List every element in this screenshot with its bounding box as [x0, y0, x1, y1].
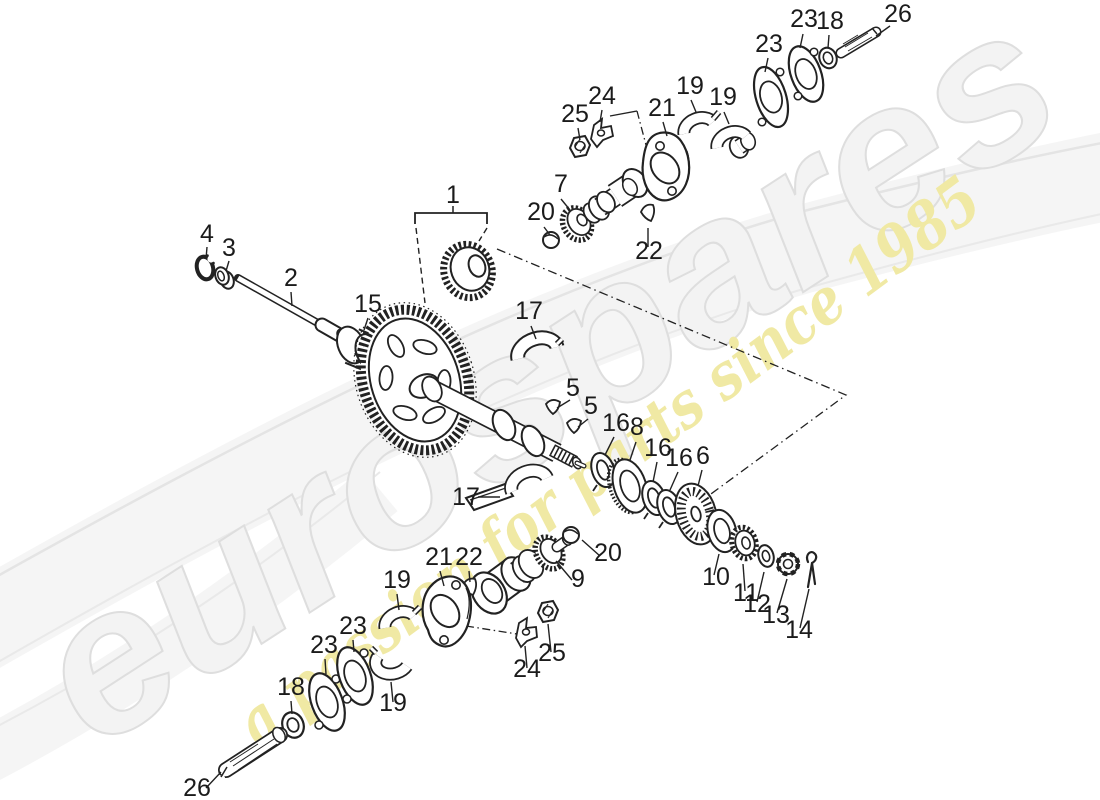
callout-labels: 1 2 3 4 5 5 6 7 8 9 10 11 12 13 14 15 16…	[183, 0, 912, 800]
part-label-4: 4	[200, 220, 214, 248]
part-5-key-b	[565, 418, 582, 435]
part-label-20b: 20	[594, 539, 622, 567]
part-3-bushing	[214, 266, 235, 290]
part-label-9: 9	[571, 565, 585, 593]
part-label-14: 14	[785, 616, 813, 644]
part-label-11: 11	[733, 579, 759, 607]
part-19-bearing-shell-top-a	[677, 110, 722, 136]
part-19-bearing-shell-top-b	[710, 125, 757, 159]
part-23-gasket-bottom-b	[336, 646, 374, 706]
part-19-bearing-shell-bottom-a	[378, 604, 423, 630]
part-24-lock-plate-bottom	[515, 616, 538, 649]
part-25-hex-nut-top	[568, 134, 592, 159]
swoosh-watermark	[0, 132, 1100, 781]
part-label-12: 12	[743, 590, 771, 618]
part-label-23b: 23	[790, 5, 818, 33]
part-label-19b: 19	[709, 83, 737, 111]
part-label-20a: 20	[527, 198, 555, 226]
part-label-23c: 23	[310, 631, 338, 659]
part-21-flange-bottom	[421, 575, 473, 648]
part-label-6: 6	[696, 442, 710, 470]
part-label-23a: 23	[755, 30, 783, 58]
assembly-axis-lines	[465, 110, 848, 635]
part-label-19c: 19	[383, 566, 411, 594]
part-label-18a: 18	[816, 7, 844, 35]
part-7-camshaft	[559, 168, 649, 243]
part-label-26a: 26	[884, 0, 912, 28]
part-label-5b: 5	[584, 392, 598, 420]
part-label-16b: 16	[644, 434, 672, 462]
part-23-gasket-bottom-a	[308, 672, 346, 732]
part-label-18b: 18	[277, 673, 305, 701]
part-22-woodruff-key-top	[639, 203, 656, 223]
part-26-splined-shaft-bottom	[218, 726, 288, 781]
part-16-lock-washer-a	[590, 452, 616, 492]
part-24-lock-plate-top	[590, 117, 615, 149]
part-13-castle-nut	[775, 551, 801, 577]
part-11-pinion	[729, 524, 759, 562]
part-6-vane-disc	[674, 482, 718, 546]
leader-lines	[205, 25, 891, 789]
part-9-camshaft	[470, 534, 573, 615]
part-label-5a: 5	[566, 374, 580, 402]
part-label-25a: 25	[561, 100, 589, 128]
part-label-24b: 24	[513, 655, 541, 683]
part-label-24a: 24	[588, 82, 616, 110]
part-label-22b: 22	[455, 543, 483, 571]
part-label-21b: 21	[425, 543, 453, 571]
part-label-2: 2	[284, 264, 298, 292]
part-label-21a: 21	[648, 94, 676, 122]
part-label-19a: 19	[676, 72, 704, 100]
group-bracket-1	[414, 206, 488, 304]
part-label-13: 13	[762, 601, 790, 629]
part-label-3: 3	[222, 234, 236, 262]
part-8-knurled-washer	[606, 457, 649, 515]
part-19-bearing-shell-bottom-b	[368, 645, 413, 681]
part-label-25b: 25	[538, 639, 566, 667]
part-23-gasket-top-b	[787, 45, 825, 103]
part-5-key-a	[544, 399, 561, 416]
part-16-lock-washer-c	[656, 489, 682, 529]
part-1-timing-gear	[353, 240, 587, 470]
part-14-cotter-pin	[806, 551, 818, 589]
part-17-bearing-shell-upper	[510, 330, 565, 361]
part-label-19d: 19	[379, 689, 407, 717]
part-label-16a: 16	[602, 409, 630, 437]
part-20-cap-nut-bottom	[562, 526, 580, 544]
part-10-washer	[706, 508, 738, 554]
part-label-15: 15	[354, 290, 382, 318]
part-label-26b: 26	[183, 774, 211, 800]
part-21-flange-top	[641, 131, 691, 202]
part-label-22a: 22	[635, 237, 663, 265]
part-label-8: 8	[630, 413, 644, 441]
part-4-circlip	[194, 254, 216, 282]
part-label-1: 1	[446, 181, 460, 209]
part-label-17b: 17	[452, 483, 480, 511]
part-20-cap-nut-top	[542, 231, 560, 249]
part-label-17a: 17	[515, 297, 543, 325]
part-25-hex-nut-bottom	[536, 599, 560, 624]
part-26-pin-top	[835, 26, 882, 59]
part-label-16c: 16	[665, 444, 693, 472]
part-12-washer	[757, 544, 775, 568]
part-label-7: 7	[554, 170, 568, 198]
part-23-gasket-top-a	[752, 65, 790, 129]
part-label-10: 10	[702, 563, 730, 591]
part-label-23d: 23	[339, 612, 367, 640]
